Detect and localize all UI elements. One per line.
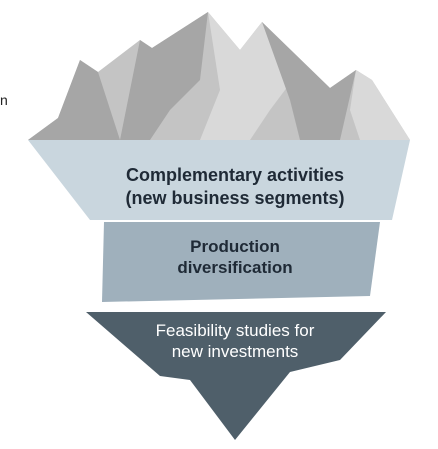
iceberg-peak-shadow — [120, 12, 208, 140]
iceberg-peak-shadow — [28, 60, 120, 140]
cropped-text-fragment: n — [0, 92, 8, 108]
iceberg-peak-shadow — [262, 22, 356, 140]
layer-1-label: Complementary activities(new business se… — [125, 165, 345, 208]
iceberg-peak-highlight — [350, 70, 410, 140]
iceberg-layer-2 — [102, 222, 380, 302]
iceberg-layer-1 — [28, 140, 410, 220]
iceberg-layer-3 — [86, 312, 386, 440]
